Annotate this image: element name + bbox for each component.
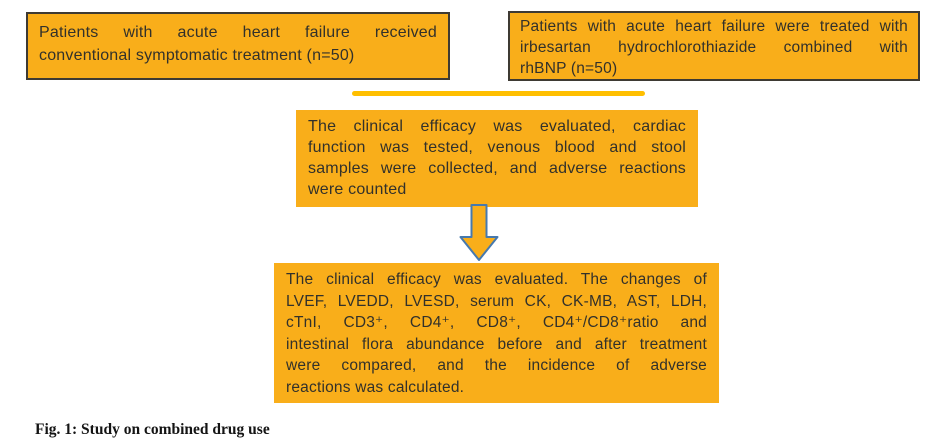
- box-study-procedures: The clinical efficacy was evaluated, car…: [296, 110, 698, 207]
- text-line: Patients with acute heart failure receiv…: [39, 24, 437, 41]
- text-line: samples were collected, and adverse reac…: [308, 160, 686, 177]
- down-arrow-icon: [459, 204, 499, 261]
- box-combined-treatment-group: Patients with acute heart failure were t…: [508, 11, 920, 81]
- text-line: rhBNP (n=50): [520, 60, 618, 77]
- figure-caption: Fig. 1: Study on combined drug use: [35, 421, 270, 438]
- text-line: The clinical efficacy was evaluated, car…: [308, 118, 686, 135]
- box-outcome-measures: The clinical efficacy was evaluated. The…: [274, 263, 719, 403]
- text-line: function was tested, venous blood and st…: [308, 139, 686, 156]
- box-conventional-treatment-group: Patients with acute heart failure receiv…: [26, 12, 450, 80]
- text-line: intestinal flora abundance before and af…: [286, 335, 707, 353]
- text-line: reactions was calculated.: [286, 378, 465, 396]
- divider-line: [352, 91, 645, 96]
- text-line: Patients with acute heart failure were t…: [520, 18, 908, 35]
- down-arrow-shape: [459, 204, 499, 261]
- text-line: cTnI, CD3⁺, CD4⁺, CD8⁺, CD4⁺/CD8⁺ratio a…: [286, 314, 707, 331]
- text-line: conventional symptomatic treatment (n=50…: [39, 47, 355, 64]
- text-line: irbesartan hydrochlorothiazide combined …: [520, 39, 908, 56]
- text-line: were counted: [308, 181, 407, 198]
- text-line: LVEF, LVEDD, LVESD, serum CK, CK-MB, AST…: [286, 292, 707, 310]
- text-line: were compared, and the incidence of adve…: [286, 357, 707, 374]
- text-line: The clinical efficacy was evaluated. The…: [286, 271, 707, 288]
